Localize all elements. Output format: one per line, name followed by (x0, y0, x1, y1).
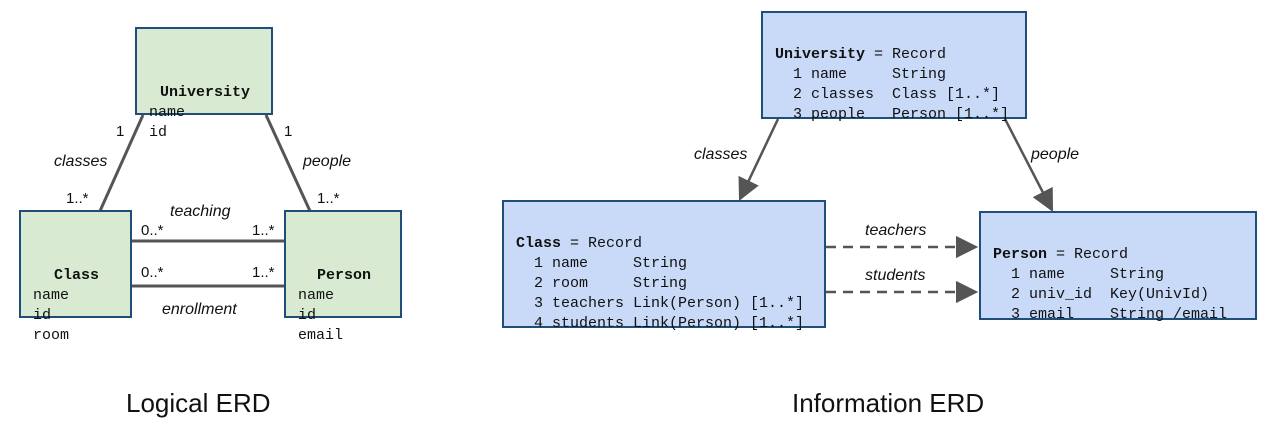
logical-university-field-name: name (149, 104, 186, 121)
logical-people-mult-bottom: 1..* (317, 190, 340, 207)
info-classes-arrow (738, 118, 780, 202)
logical-people-label: people (303, 153, 352, 170)
logical-class-entity[interactable]: Class name id room (19, 210, 132, 344)
logical-person-field-email: email (298, 327, 344, 344)
logical-enrollment-mult-left: 0..* (141, 264, 164, 281)
info-people-label: people (1031, 146, 1080, 163)
logical-erd-caption: Logical ERD (126, 388, 271, 418)
info-person-record[interactable]: Person = Record 1 name String 2 univ_id … (979, 211, 1257, 323)
logical-enrollment-mult-right: 1..* (252, 264, 275, 281)
logical-university-entity[interactable]: University name id (135, 27, 273, 141)
info-teachers-label: teachers (865, 222, 927, 239)
logical-class-field-id: id (33, 307, 52, 324)
info-class-record[interactable]: Class = Record 1 name String 2 room Stri… (502, 200, 826, 332)
info-person-suffix: = Record (1047, 246, 1129, 263)
info-university-row-3: 3 people Person [1..*] (775, 106, 1010, 123)
info-classes-label: classes (694, 146, 748, 163)
logical-classes-line (98, 114, 145, 212)
logical-classes-mult-bottom: 1..* (66, 190, 89, 207)
info-class-row-3: 3 teachers Link(Person) [1..*] (516, 295, 805, 312)
logical-person-title: Person (316, 267, 371, 284)
logical-people-line (264, 114, 312, 212)
logical-teaching-mult-right: 1..* (252, 222, 275, 239)
info-university-row-1: 1 name String (775, 66, 947, 83)
info-university-title: University (775, 46, 866, 63)
logical-teaching-mult-left: 0..* (141, 222, 164, 239)
info-university-record[interactable]: University = Record 1 name String 2 clas… (761, 11, 1027, 123)
info-university-row-2: 2 classes Class [1..*] (775, 86, 1001, 103)
info-person-row-2: 2 univ_id Key(UnivId) (993, 286, 1210, 303)
logical-university-title: University (159, 84, 250, 101)
logical-people-mult-top: 1 (284, 123, 293, 140)
info-class-row-2: 2 room String (516, 275, 688, 292)
logical-person-field-name: name (298, 287, 335, 304)
logical-teaching-label: teaching (170, 203, 231, 220)
logical-enrollment-label: enrollment (162, 301, 237, 318)
info-class-row-1: 1 name String (516, 255, 688, 272)
info-person-row-3: 3 email String /email (993, 306, 1228, 323)
info-students-label: students (865, 267, 926, 284)
logical-class-title: Class (53, 267, 99, 284)
logical-university-field-id: id (149, 124, 168, 141)
logical-classes-mult-top: 1 (116, 123, 125, 140)
info-university-suffix: = Record (865, 46, 947, 63)
info-person-title: Person (993, 246, 1048, 263)
information-erd-caption: Information ERD (792, 388, 985, 418)
info-class-suffix: = Record (561, 235, 643, 252)
logical-person-field-id: id (298, 307, 317, 324)
info-people-arrow (1003, 118, 1054, 212)
logical-class-field-room: room (33, 327, 70, 344)
info-person-row-1: 1 name String (993, 266, 1165, 283)
info-class-row-4: 4 students Link(Person) [1..*] (516, 315, 805, 332)
logical-classes-label: classes (54, 153, 108, 170)
logical-class-field-name: name (33, 287, 70, 304)
logical-person-entity[interactable]: Person name id email (284, 210, 402, 344)
info-class-title: Class (516, 235, 562, 252)
